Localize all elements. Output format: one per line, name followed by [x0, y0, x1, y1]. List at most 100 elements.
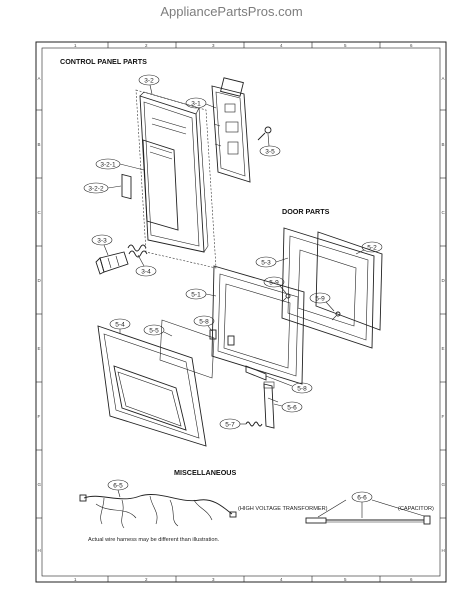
row-tick-h-left: H: [38, 548, 41, 553]
callout-label-3-5: 3-5: [265, 149, 275, 156]
high-voltage-wire: [305, 515, 431, 525]
callout-5-1: 5-1: [185, 288, 217, 300]
callout-5-5: 5-5: [143, 324, 173, 337]
section-title-control-panel: CONTROL PANEL PARTS: [60, 57, 147, 66]
screw-5-9a-icon: [281, 293, 291, 303]
callout-label-5-1: 5-1: [191, 292, 201, 299]
col-tick-3-bottom: 3: [212, 577, 215, 582]
row-tick-h-right: H: [442, 548, 445, 553]
panel-label-sticker: [121, 173, 132, 200]
col-tick-1-top: 1: [74, 43, 77, 48]
screw-3-5-icon: [257, 126, 272, 141]
callout-3-1: 3-1: [185, 97, 217, 109]
callout-label-5-2: 5-2: [367, 245, 377, 252]
callout-5-8-upper: 5-8: [193, 315, 215, 332]
callout-5-7: 5-7: [219, 418, 246, 430]
callout-3-4: 3-4: [135, 254, 157, 277]
latch-head-upper: [209, 329, 235, 346]
callout-5-8-lower: 5-8: [265, 375, 313, 394]
callout-label-5-8-lower: 5-8: [297, 386, 307, 393]
key-sheet: [142, 139, 179, 231]
col-tick-6-top: 6: [410, 43, 413, 48]
callout-label-6-6: 6-6: [357, 495, 367, 502]
screw-5-9b-icon: [331, 311, 341, 321]
row-tick-f-left: F: [38, 414, 41, 419]
row-tick-e-right: E: [442, 346, 445, 351]
col-tick-2-bottom: 2: [145, 577, 148, 582]
row-tick-d-right: D: [442, 278, 446, 283]
row-tick-b-right: B: [442, 142, 445, 147]
col-tick-3-top: 3: [212, 43, 215, 48]
row-tick-b-left: B: [38, 142, 41, 147]
row-tick-f-right: F: [442, 414, 445, 419]
callout-label-5-8-upper: 5-8: [199, 319, 209, 326]
col-tick-4-top: 4: [280, 43, 283, 48]
control-unit-board: [211, 77, 251, 183]
callout-label-3-2-2: 3-2-2: [88, 186, 104, 193]
callout-label-5-4: 5-4: [115, 322, 125, 329]
row-tick-c-right: C: [442, 210, 446, 215]
callout-5-9-lower: 5-9: [309, 292, 335, 312]
row-tick-g-right: G: [442, 482, 446, 487]
watermark: AppliancePartsPros.com: [160, 4, 303, 19]
callout-5-2: 5-2: [355, 241, 383, 255]
callout-3-5: 3-5: [259, 133, 281, 157]
callout-6-6: 6-6: [317, 491, 425, 518]
col-tick-1-bottom: 1: [74, 577, 77, 582]
callout-label-3-1: 3-1: [191, 101, 201, 108]
callout-label-6-5: 6-5: [113, 483, 123, 490]
row-tick-e-left: E: [38, 346, 41, 351]
door-front-frame: [97, 325, 207, 447]
section-title-door: DOOR PARTS: [282, 207, 330, 216]
control-panel-frame: [139, 91, 209, 253]
section-title-misc: MISCELLANEOUS: [174, 468, 237, 477]
callout-label-5-9-lower: 5-9: [315, 296, 325, 303]
callout-label-3-3: 3-3: [97, 238, 107, 245]
callout-3-2: 3-2: [138, 74, 160, 95]
drawing-inner-border: [41, 47, 441, 577]
row-tick-c-left: C: [38, 210, 42, 215]
door-panel: [281, 227, 375, 349]
callout-6-5: 6-5: [107, 479, 129, 498]
callout-5-6: 5-6: [273, 401, 303, 413]
callout-5-9-upper: 5-9: [263, 276, 287, 294]
callout-label-5-9-upper: 5-9: [269, 280, 279, 287]
callout-3-2-2: 3-2-2: [83, 182, 122, 194]
row-tick-a-left: A: [38, 76, 41, 81]
harness-note: Actual wire harness may be different tha…: [88, 537, 220, 543]
callout-label-3-2-1: 3-2-1: [100, 162, 116, 169]
row-tick-a-right: A: [442, 76, 445, 81]
callout-5-3: 5-3: [255, 256, 289, 268]
callout-label-3-4: 3-4: [141, 269, 151, 276]
door-screen: [159, 319, 215, 379]
callout-label-3-2: 3-2: [144, 78, 154, 85]
choke-cover: [315, 231, 383, 331]
wire-harness: [79, 494, 237, 529]
callout-label-5-5: 5-5: [149, 328, 159, 335]
col-tick-4-bottom: 4: [280, 577, 283, 582]
callout-3-2-1: 3-2-1: [95, 158, 145, 171]
row-ticks: A B C D E F G H A B C D E F G H: [36, 76, 446, 553]
col-tick-5-top: 5: [344, 43, 347, 48]
latch-head-lower: [245, 365, 267, 381]
hv-transformer-label: (HIGH VOLTAGE TRANSFORMER): [238, 506, 328, 512]
spring-icon: [127, 244, 148, 258]
callout-label-5-7: 5-7: [225, 422, 235, 429]
callout-5-4: 5-4: [109, 318, 131, 334]
drawing-border: [35, 41, 447, 583]
callout-label-5-3: 5-3: [261, 260, 271, 267]
callout-label-5-6: 5-6: [287, 405, 297, 412]
callout-3-3: 3-3: [91, 234, 113, 256]
door-frame: [211, 265, 305, 385]
row-tick-g-left: G: [38, 482, 42, 487]
latch-spring-icon: [245, 421, 263, 427]
column-ticks: 1 2 3 4 5 6 1 2 3 4 5 6: [74, 42, 413, 582]
door-release-button: [95, 251, 129, 275]
col-tick-5-bottom: 5: [344, 577, 347, 582]
col-tick-6-bottom: 6: [410, 577, 413, 582]
capacitor-label: (CAPACITOR): [398, 506, 434, 512]
col-tick-2-top: 2: [145, 43, 148, 48]
row-tick-d-left: D: [38, 278, 42, 283]
latch-lever: [263, 381, 279, 429]
